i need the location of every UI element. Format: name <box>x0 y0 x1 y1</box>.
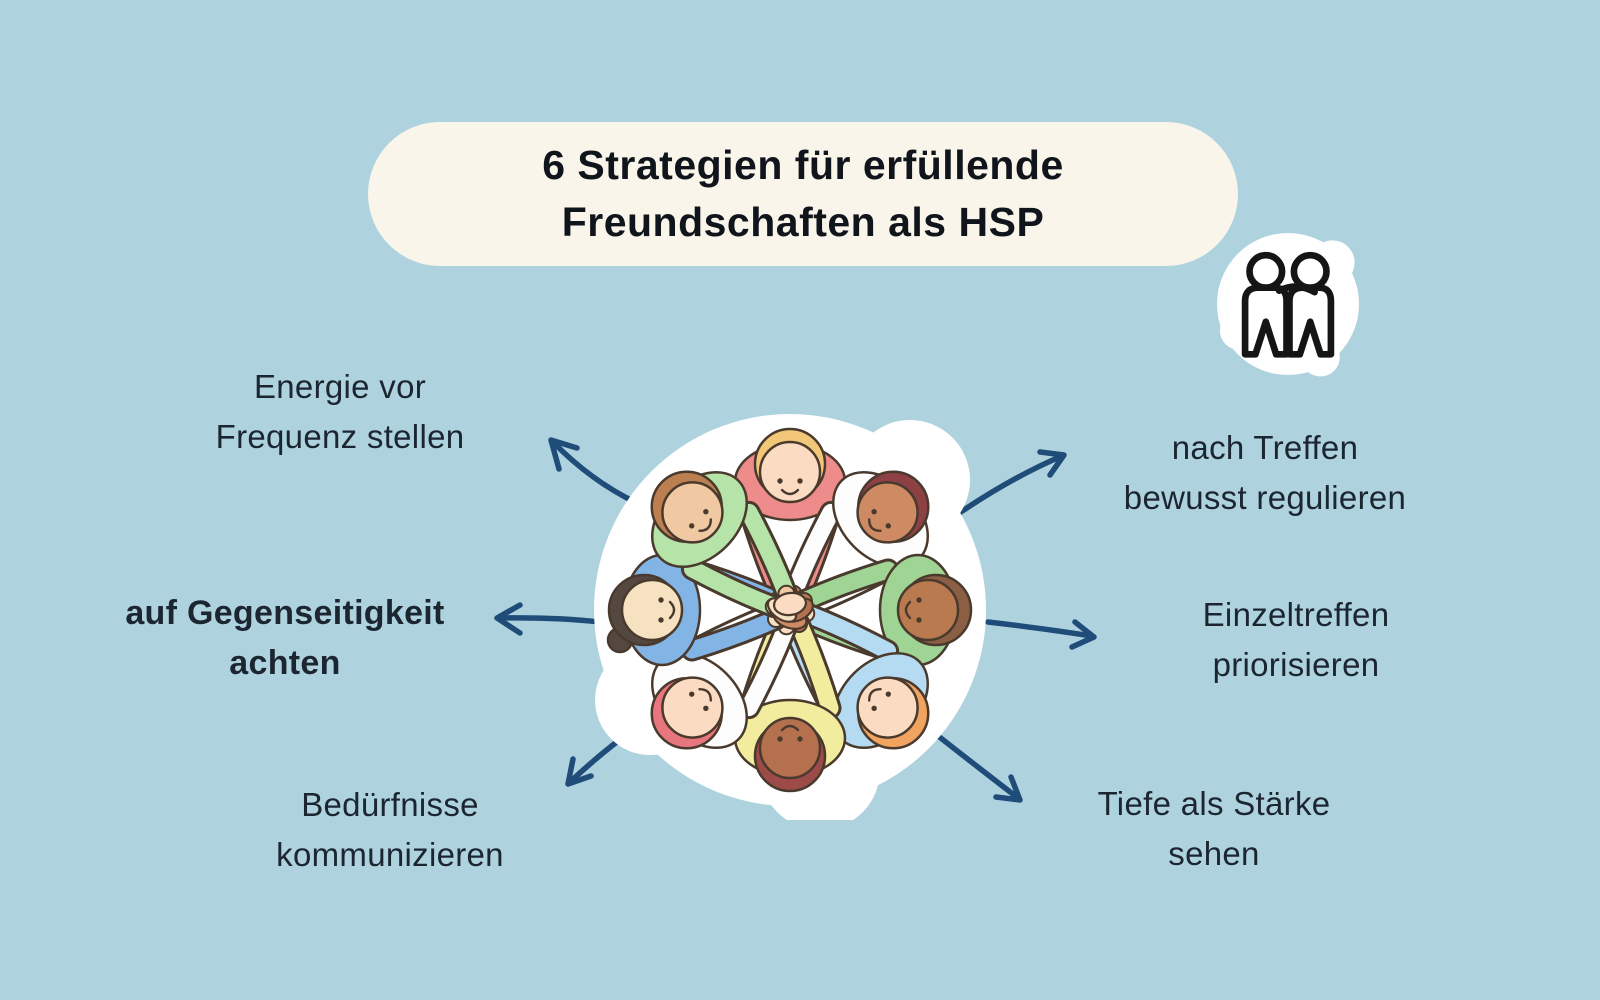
strategy-label-beduerfnisse: Bedürfnisse kommunizieren <box>276 786 504 873</box>
strategy-label-nach-treffen: nach Treffen bewusst regulieren <box>1123 429 1407 516</box>
friends-badge <box>1216 232 1360 377</box>
page-title: 6 Strategien für erfüllende Freundschaft… <box>542 142 1064 245</box>
arrow-middle-right-icon <box>985 619 1097 650</box>
strategy-label-einzeltreffen: Einzeltreffen priorisieren <box>1202 596 1390 683</box>
strategy-label-tiefe: Tiefe als Stärke sehen <box>1097 785 1331 872</box>
strategy-label-energie: Energie vor Frequenz stellen <box>215 368 465 455</box>
group-hands-illustration <box>594 414 986 820</box>
people-circle <box>606 427 973 793</box>
arrow-top-right-icon <box>949 449 1067 521</box>
strategy-label-gegenseitigkeit: auf Gegenseitigkeit achten <box>125 594 445 682</box>
arrow-middle-left-icon <box>494 602 603 636</box>
two-friends-icon <box>1241 251 1335 358</box>
title-pill: 6 Strategien für erfüllende Freundschaft… <box>368 122 1238 266</box>
stacked-hands <box>766 591 814 630</box>
